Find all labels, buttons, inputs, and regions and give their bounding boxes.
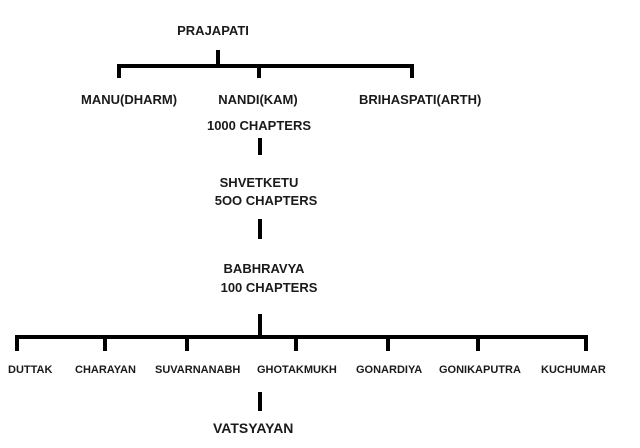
node-prajapati: PRAJAPATI: [177, 23, 249, 38]
node-babhravya-chapters: 100 CHAPTERS: [220, 280, 318, 295]
node-gonardiya: GONARDIYA: [356, 364, 423, 376]
node-brihaspati: BRIHASPATI(ARTH): [359, 92, 482, 107]
node-duttak: DUTTAK: [8, 364, 53, 376]
node-nandi-chapters: 1000 CHAPTERS: [206, 118, 312, 133]
node-charayan: CHARAYAN: [75, 364, 136, 376]
node-gonikaputra: GONIKAPUTRA: [439, 364, 521, 376]
node-suvarnanabh: SUVARNANABH: [155, 364, 241, 376]
node-vatsyayan: VATSYAYAN: [213, 420, 294, 436]
node-ghotakmukh: GHOTAKMUKH: [257, 364, 337, 376]
node-babhravya: BABHRAVYA: [223, 261, 305, 276]
node-shvetketu: SHVETKETU: [219, 175, 299, 190]
node-nandi: NANDI(KAM): [218, 92, 298, 107]
node-manu: MANU(DHARM): [81, 92, 178, 107]
node-shvetketu-chapters: 5OO CHAPTERS: [214, 193, 318, 208]
node-kuchumar: KUCHUMAR: [541, 364, 606, 376]
